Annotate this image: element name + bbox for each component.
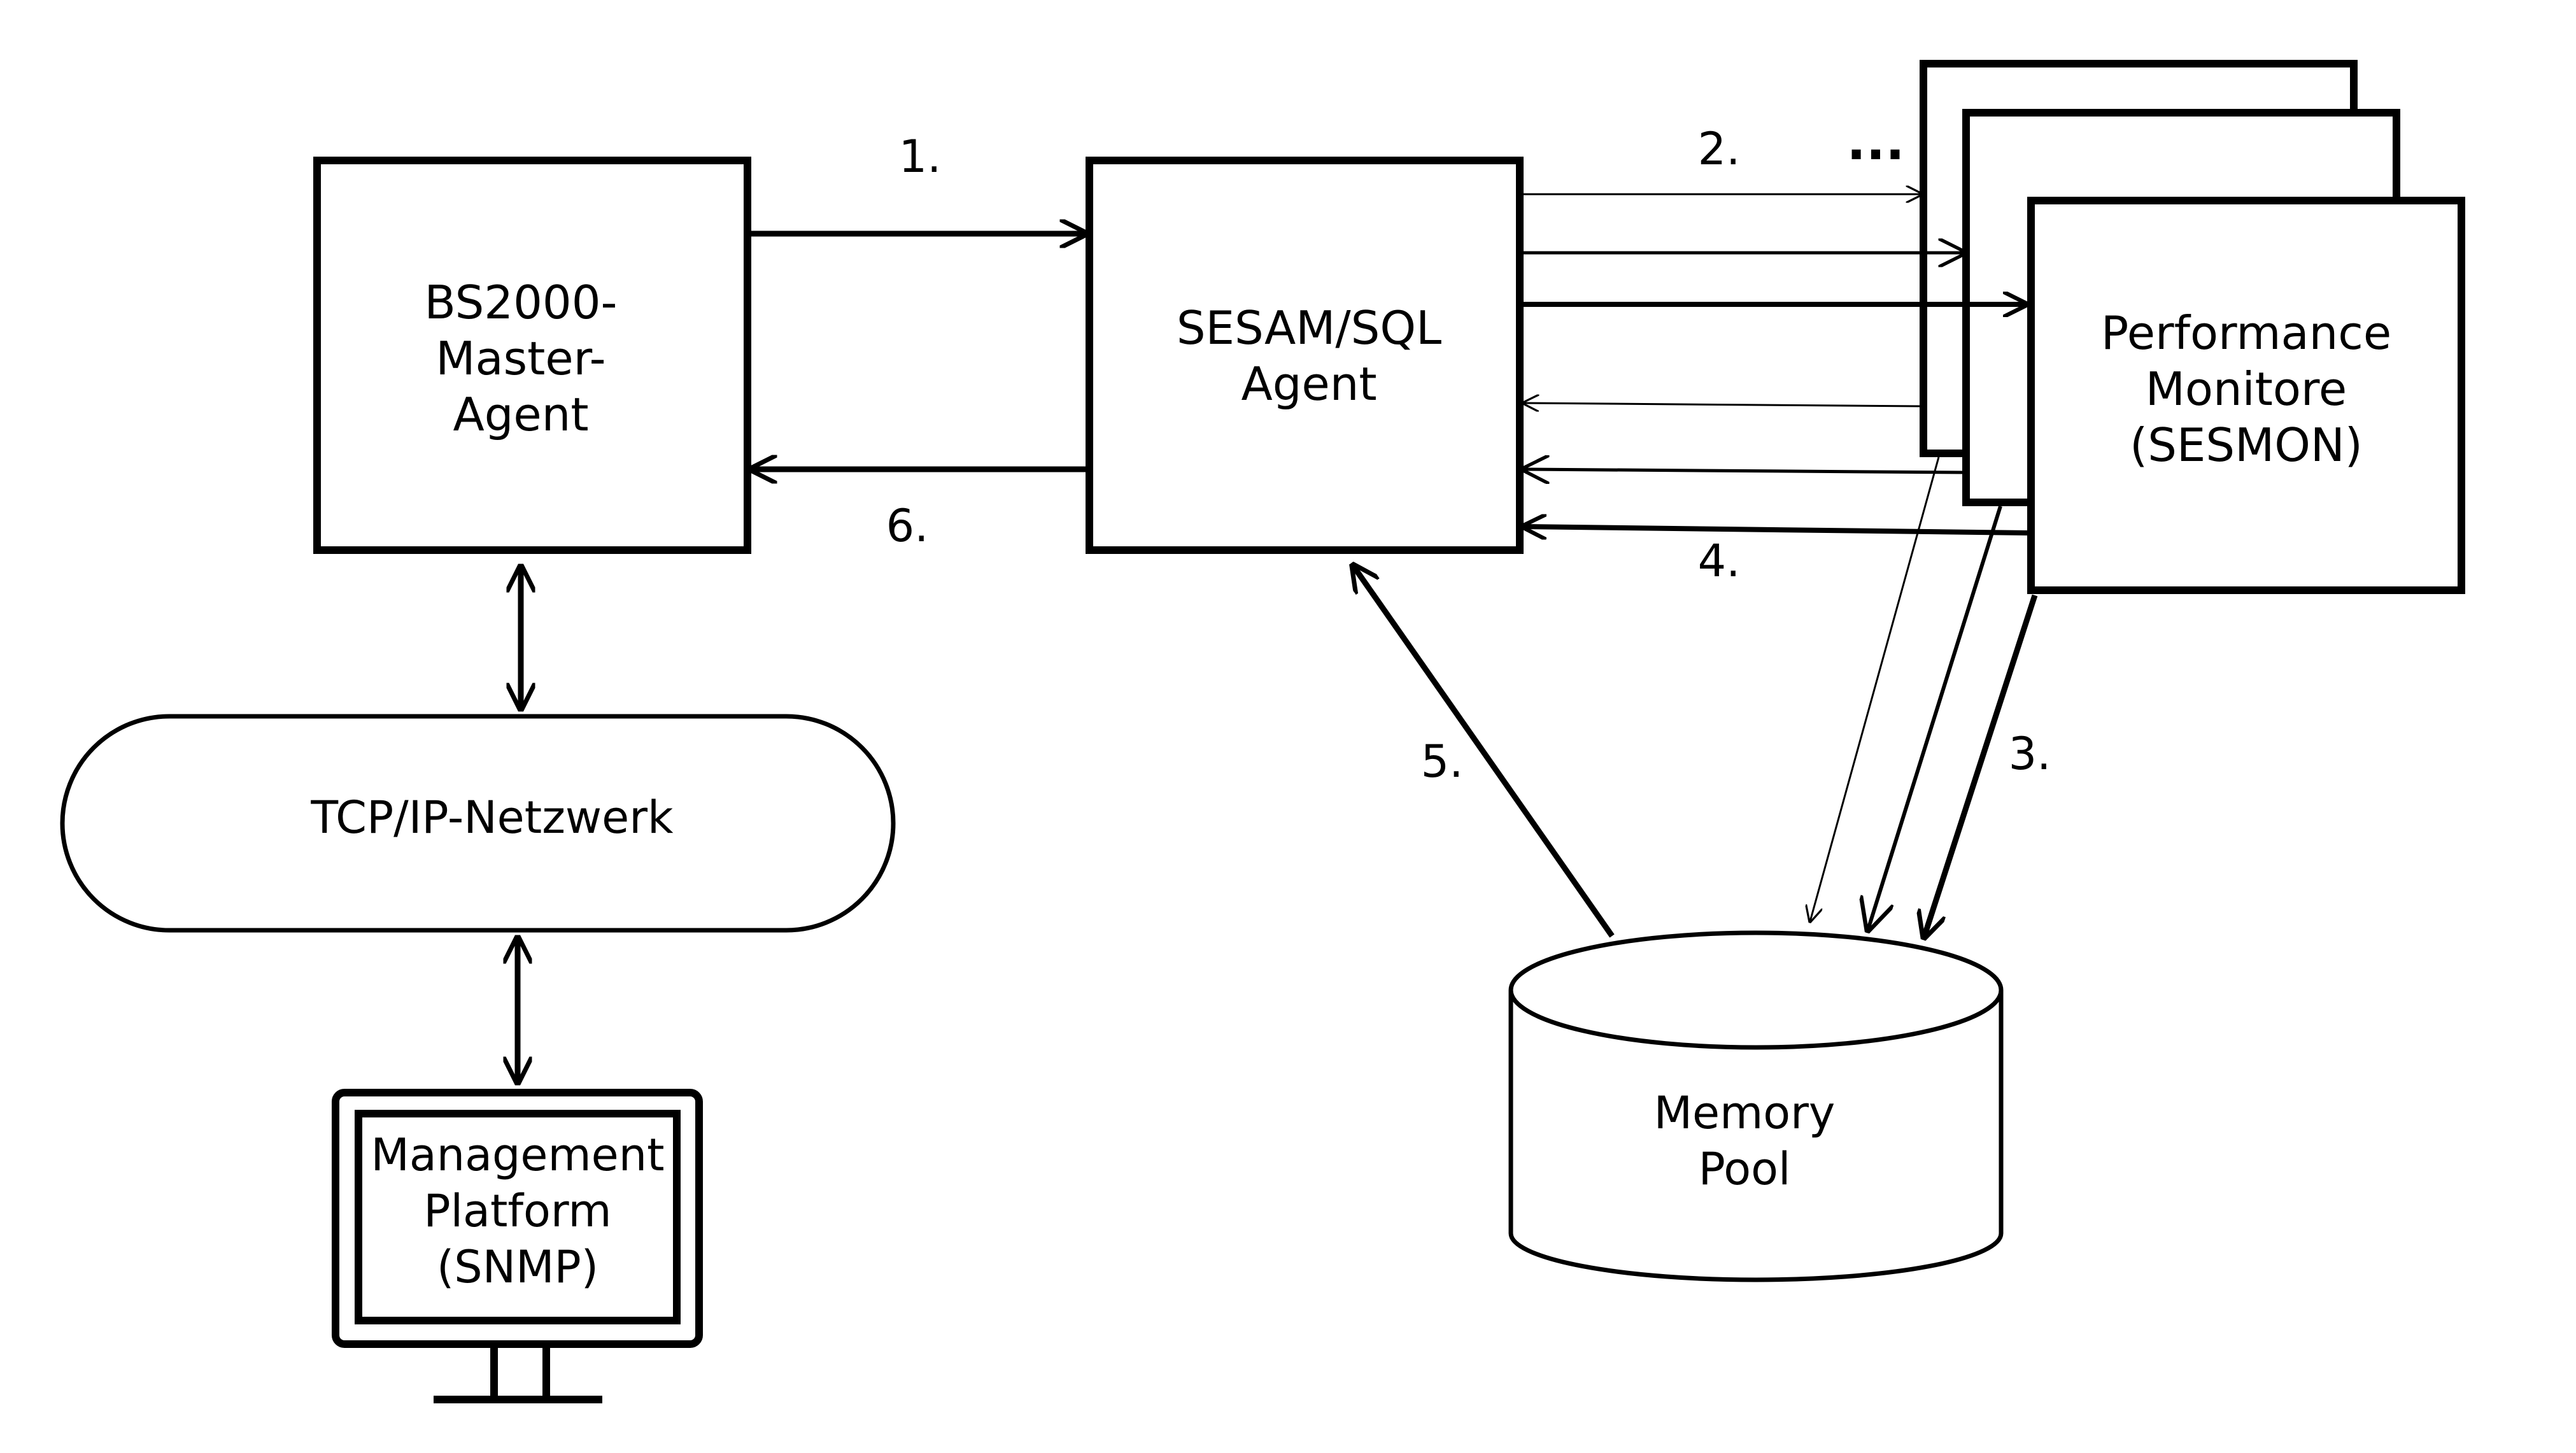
memory-pool-label-line-2: Pool xyxy=(1699,1143,1791,1195)
step-3-label: 3. xyxy=(2009,728,2051,780)
network-label: TCP/IP-Netzwerk xyxy=(310,791,674,844)
more-monitors-ellipsis: ... xyxy=(1846,112,1904,171)
step-5-label: 5. xyxy=(1421,735,1464,788)
management-platform-monitor: Management Platform (SNMP) xyxy=(332,1089,703,1403)
memory-pool-label-line-1: Memory xyxy=(1654,1087,1836,1139)
management-platform-label-line-3: (SNMP) xyxy=(437,1241,598,1293)
step-4-label: 4. xyxy=(1698,535,1741,587)
step-1-label: 1. xyxy=(899,131,942,183)
arrow-step-3-monitor-3 xyxy=(1924,594,2038,937)
master-agent-label-line-1: BS2000- xyxy=(424,276,617,329)
sesam-agent-label-line-1: SESAM/SQL xyxy=(1177,301,1441,355)
arrow-step-5 xyxy=(1353,565,1615,938)
sesam-agent-box: SESAM/SQL Agent xyxy=(1086,157,1524,554)
memory-pool-cylinder: Memory Pool xyxy=(1508,930,2004,1282)
arrow-step-3-monitor-1 xyxy=(1810,457,1940,921)
arrow-step-4-monitor-1 xyxy=(1524,403,1922,406)
step-2-label: 2. xyxy=(1698,123,1741,175)
arrow-step-4-monitor-2 xyxy=(1524,469,1965,472)
arrow-step-4-monitor-3 xyxy=(1524,527,2028,533)
performance-monitor-stack: Performance Monitore (SESMON) xyxy=(1920,60,2465,594)
performance-monitor-label-line-2: Monitore xyxy=(2146,362,2347,416)
master-agent-label-line-2: Master- xyxy=(435,332,605,385)
performance-monitor-label-line-1: Performance xyxy=(2101,306,2391,360)
management-platform-label-line-1: Management xyxy=(371,1129,664,1181)
performance-monitor-label-line-3: (SESMON) xyxy=(2130,418,2363,472)
sesam-agent-label-line-2: Agent xyxy=(1241,357,1376,411)
master-agent-label-line-3: Agent xyxy=(453,388,588,441)
step-6-label: 6. xyxy=(886,500,929,552)
management-platform-label-line-2: Platform xyxy=(423,1185,611,1237)
master-agent-box: BS2000- Master- Agent xyxy=(313,157,751,554)
arrow-step-3-monitor-2 xyxy=(1868,506,2002,930)
network-pill: TCP/IP-Netzwerk xyxy=(60,714,896,933)
